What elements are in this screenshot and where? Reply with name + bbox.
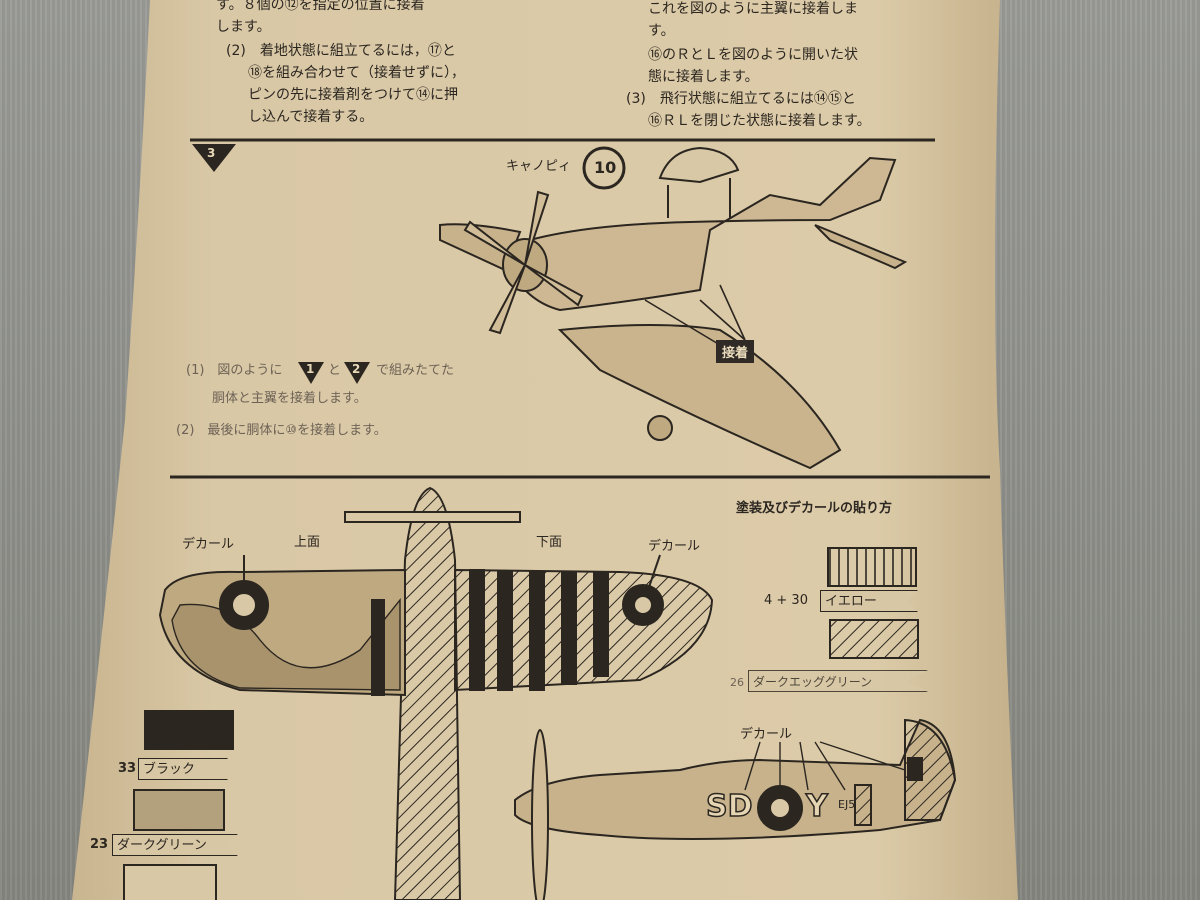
dark-sea-green-tag: ダークエッググリーン (748, 670, 928, 692)
step3-instruction-1b: で組みたてた (376, 363, 455, 378)
top-left-line3: (2) 着地状態に組立てるには，⑰と (226, 43, 456, 59)
aircraft-assembly-illustration (439, 146, 908, 470)
top-right-line3: ⑯のＲとＬを図のように開いた状 (648, 47, 858, 63)
top-left-line5: ピンの先に接着剤をつけて⑭に押 (248, 87, 458, 103)
color-code-4-30: 4 + 30 (764, 593, 808, 608)
top-right-line6: ⑯ＲＬを閉じた状態に接着します。 (648, 113, 871, 129)
top-left-line1: す。８個の⑫を指定の位置に接着 (216, 0, 425, 13)
top-right-line2: す。 (648, 23, 675, 39)
color-code-26: 26 (730, 676, 744, 689)
canopy-part-number: 10 (594, 158, 617, 177)
fuselage-code: SD (705, 789, 753, 825)
dark-green-tag: ダークグリーン (112, 834, 238, 856)
fuselage-letter: Y (805, 789, 828, 825)
step1-badge-number: 1 (306, 362, 315, 376)
color-code-33: 33 (118, 761, 137, 776)
plan-view-illustration (158, 486, 714, 900)
top-view-label: 上面 (294, 535, 321, 550)
top-left-line2: します。 (216, 19, 271, 35)
step3-instruction-1a: (1) 図のように (186, 363, 283, 378)
decal-label-right: デカール (648, 539, 701, 554)
bottom-view-label: 下面 (536, 535, 563, 550)
step3-badge-number: 3 (207, 146, 216, 160)
color-code-23: 23 (90, 837, 109, 852)
aircraft-serial: EJ5 (838, 798, 856, 811)
top-left-line4: ⑱を組み合わせて（接着せずに）， (248, 65, 465, 81)
step3-instruction-1-mid: と (328, 363, 342, 378)
top-left-line6: し込んで接着する。 (248, 109, 374, 125)
decal-label-left: デカール (182, 537, 235, 552)
step2-badge-number: 2 (352, 362, 361, 376)
top-right-line5: (3) 飛行状態に組立てるには⑭⑮と (626, 91, 856, 107)
yellow-tag: イエロー (820, 590, 918, 612)
step3-instruction-2: 胴体と主翼を接着します。 (212, 391, 367, 406)
painting-title: 塗装及びデカールの貼り方 (736, 501, 893, 516)
step3-instruction-3: (2) 最後に胴体に⑩を接着します。 (176, 423, 387, 438)
top-right-line4: 態に接着します。 (648, 69, 759, 85)
glue-callout: 接着 (716, 340, 755, 363)
canopy-label: キャノピィ (506, 159, 572, 174)
top-right-line1: これを図のように主翼に接着しま (648, 1, 858, 17)
black-tag: ブラック (138, 758, 228, 780)
decal-label-side: デカール (740, 727, 793, 742)
side-view-illustration (514, 718, 957, 900)
